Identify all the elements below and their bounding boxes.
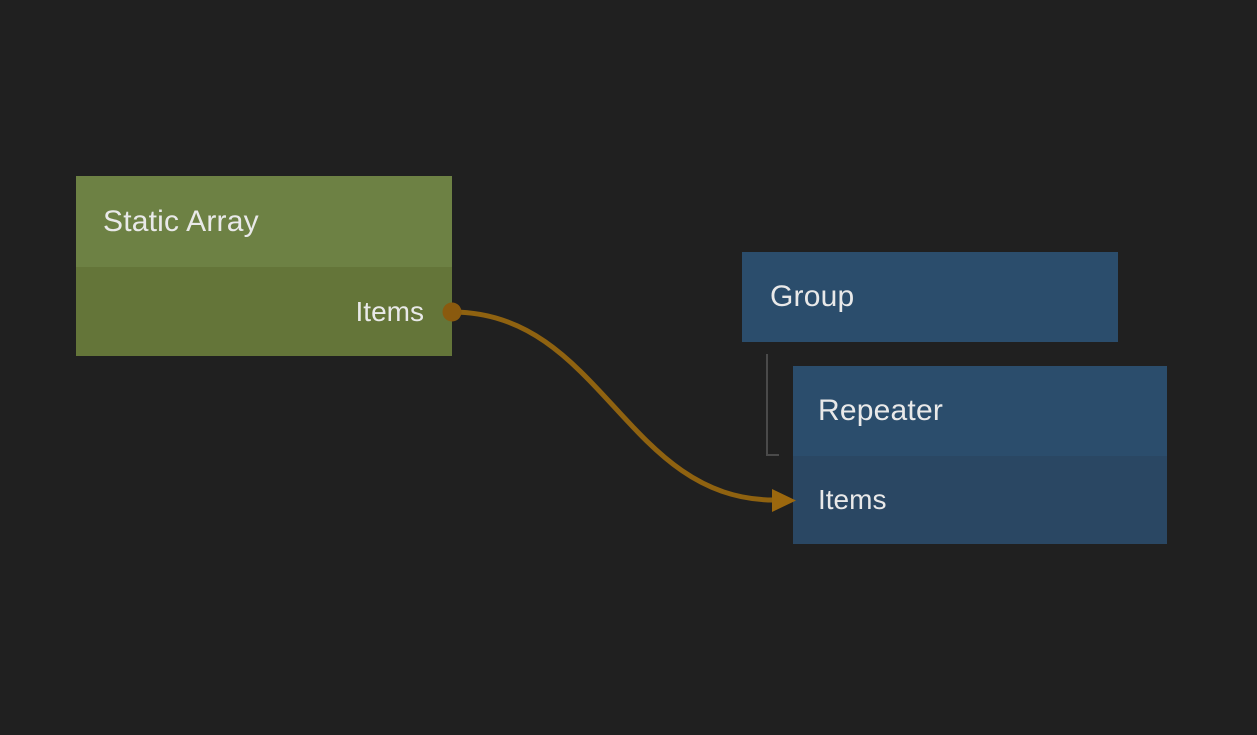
connection-wire[interactable] bbox=[449, 309, 777, 503]
output-port-items-label: Items bbox=[355, 295, 424, 327]
node-group-title: Group bbox=[770, 280, 855, 313]
node-repeater-body: Items bbox=[793, 456, 1167, 544]
node-static-array-body: Items bbox=[76, 267, 452, 356]
node-static-array-header[interactable]: Static Array bbox=[76, 176, 452, 267]
node-group-header[interactable]: Group bbox=[742, 252, 1118, 342]
node-repeater-header[interactable]: Repeater bbox=[793, 366, 1167, 456]
input-port-items-label: Items bbox=[818, 484, 887, 515]
group-child-connector-line bbox=[766, 354, 779, 456]
node-static-array-title: Static Array bbox=[103, 204, 259, 238]
node-group[interactable]: Group bbox=[742, 252, 1118, 342]
node-static-array[interactable]: Static Array Items bbox=[76, 176, 452, 356]
node-repeater-title: Repeater bbox=[818, 394, 944, 427]
node-repeater[interactable]: Repeater Items bbox=[793, 366, 1167, 544]
